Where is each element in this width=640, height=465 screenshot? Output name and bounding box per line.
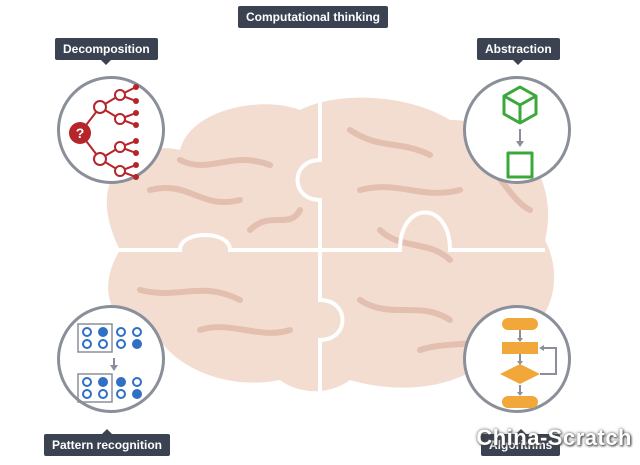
question-mark: ? xyxy=(76,125,85,141)
brain-veins xyxy=(137,127,533,353)
label-algorithms: Algorithms xyxy=(481,429,561,456)
label-decomposition: Decomposition xyxy=(55,38,158,65)
pattern-recognition-icon xyxy=(77,323,142,403)
algorithms-circle xyxy=(463,305,571,413)
abstraction-icon xyxy=(502,85,538,179)
decomposition-tree-icon: ? xyxy=(69,84,139,180)
pattern-recognition-circle xyxy=(57,305,165,413)
algorithms-flowchart-icon xyxy=(500,318,557,408)
watermark-text: China-Scratch xyxy=(476,425,632,450)
abstraction-circle xyxy=(463,76,571,184)
label-abstraction: Abstraction xyxy=(477,38,560,65)
diagram-title: Computational thinking xyxy=(238,6,388,28)
label-pattern-recognition: Pattern recognition xyxy=(44,429,171,456)
decomposition-circle: ? xyxy=(57,76,165,184)
puzzle-lines xyxy=(95,100,545,395)
